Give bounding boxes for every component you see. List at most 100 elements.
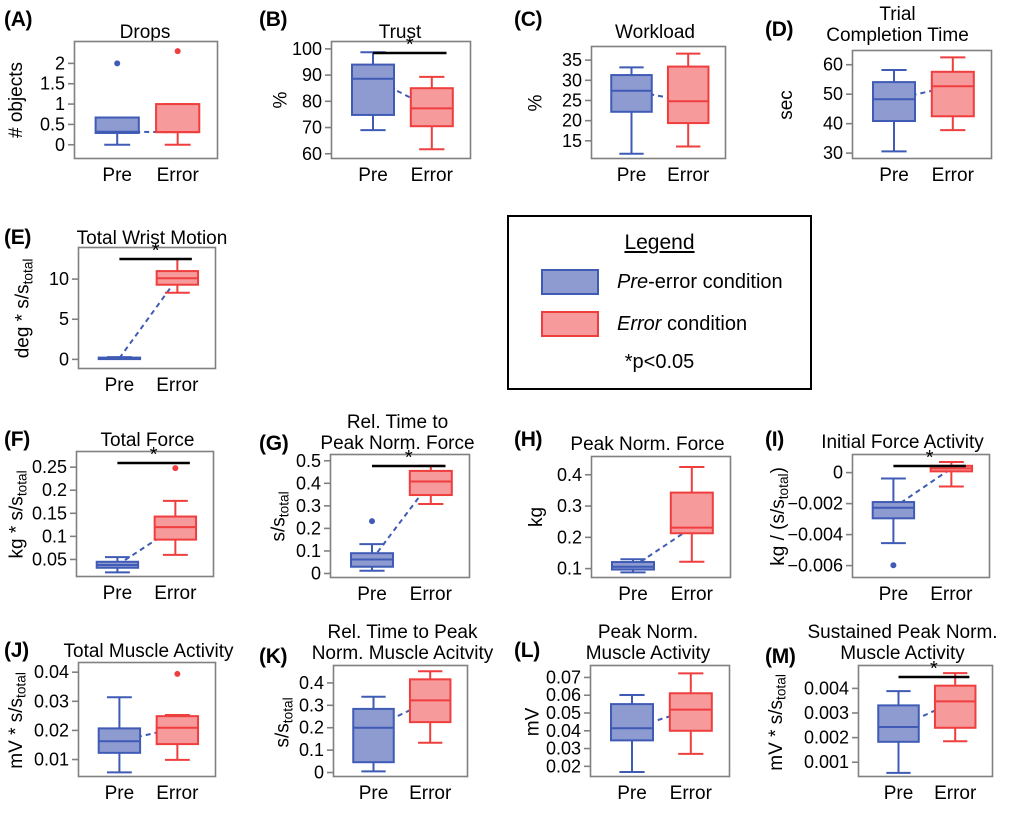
y-tick-label: 70 xyxy=(302,118,322,138)
y-tick-label: 0.07 xyxy=(546,667,581,687)
panel-title-sustained-peak-norm-muscle-activity: Sustained Peak Norm. Muscle Activity xyxy=(807,622,998,664)
box-pre xyxy=(610,66,653,155)
median-connector-line xyxy=(118,277,179,359)
y-tick-label: 0.003 xyxy=(804,703,849,723)
x-tick-label-error: Error xyxy=(156,375,199,396)
box-error xyxy=(666,52,710,148)
y-tick-label: 0.4 xyxy=(299,673,324,693)
y-tick-label: 30 xyxy=(562,70,582,90)
y-tick-label: 0.25 xyxy=(32,457,67,477)
y-tick-label: −0.004 xyxy=(787,525,843,545)
y-tick-label: −0.006 xyxy=(787,556,843,576)
box-pre xyxy=(351,51,395,132)
x-tick-label-error: Error xyxy=(409,783,452,804)
box-rect xyxy=(871,501,916,520)
box-pre xyxy=(871,477,916,569)
significance-asterisk: * xyxy=(926,450,934,469)
y-tick-label: 0.1 xyxy=(42,526,67,546)
x-tick-label-pre: Pre xyxy=(102,165,132,186)
y-tick-label: 35 xyxy=(562,50,582,70)
panel-title-drops: Drops xyxy=(119,22,171,43)
y-tick-label: 0.04 xyxy=(546,721,581,741)
significance-asterisk: * xyxy=(150,447,158,466)
y-tick-label: 0.004 xyxy=(804,678,849,698)
y-tick-label: 0.03 xyxy=(34,691,69,711)
y-tick-label: 60 xyxy=(302,144,322,164)
panel-letter-k: (K) xyxy=(259,645,288,668)
panel-title-total-wrist-motion: Total Wrist Motion xyxy=(76,228,228,249)
y-tick-label: 2 xyxy=(55,53,65,73)
y-tick-label: 5 xyxy=(59,309,69,329)
box-error xyxy=(155,670,200,761)
panel-letter-j: (J) xyxy=(4,639,29,662)
legend-significance-note: *p<0.05 xyxy=(624,351,695,373)
y-tick-label: 90 xyxy=(302,65,322,85)
box-rect xyxy=(155,103,201,134)
x-tick-label-error: Error xyxy=(157,165,200,186)
box-rect xyxy=(930,70,975,118)
y-tick-label: 0.06 xyxy=(546,685,581,705)
significance-asterisk: * xyxy=(152,243,160,262)
y-tick-label: 60 xyxy=(823,55,843,75)
outlier-point xyxy=(174,670,181,677)
y-tick-label: 0.5 xyxy=(40,114,65,134)
x-tick-label-pre: Pre xyxy=(103,583,133,604)
legend-label-emphasis: Pre xyxy=(617,270,649,293)
x-tick-label-error: Error xyxy=(930,584,973,605)
x-tick-label-pre: Pre xyxy=(879,165,909,186)
x-tick-label-error: Error xyxy=(932,165,975,186)
panel-title-peak-norm-muscle-activity: Peak Norm. Muscle Activity xyxy=(585,622,711,664)
box-pre xyxy=(350,518,394,572)
x-tick-label-pre: Pre xyxy=(617,165,647,186)
box-pre xyxy=(352,695,395,773)
y-tick-label: 100 xyxy=(292,39,322,59)
box-rect xyxy=(610,703,654,742)
outlier-point xyxy=(174,48,181,55)
box-pre xyxy=(95,556,140,574)
box-pre xyxy=(611,558,655,574)
box-error xyxy=(668,672,713,755)
legend-label-pre-error: Pre-error condition xyxy=(617,271,783,294)
y-tick-label: 0.2 xyxy=(296,518,321,538)
box-error xyxy=(408,464,453,506)
box-error xyxy=(408,670,452,744)
x-tick-label-error: Error xyxy=(411,165,454,186)
x-tick-label-error: Error xyxy=(154,583,197,604)
significance-asterisk: * xyxy=(930,661,938,680)
panel-title-rel-time-to-peak-norm-muscle-acitvity: Rel. Time to Peak Norm. Muscle Acitvity xyxy=(311,622,494,664)
y-tick-label: 0.4 xyxy=(557,465,582,485)
legend-swatch-pre-error xyxy=(541,269,599,295)
box-rect xyxy=(408,469,453,497)
x-tick-label-pre: Pre xyxy=(618,584,648,605)
x-tick-label-pre: Pre xyxy=(358,165,388,186)
box-rect xyxy=(666,65,710,125)
panel-letter-m: (M) xyxy=(765,645,796,668)
y-tick-label: 0.3 xyxy=(557,496,582,516)
y-tick-label: 0.4 xyxy=(296,473,321,493)
plot-frame xyxy=(75,450,215,578)
panel-title-peak-norm-force: Peak Norm. Force xyxy=(570,434,725,455)
panel-letter-d: (D) xyxy=(765,18,794,41)
box-error xyxy=(669,465,714,563)
box-pre xyxy=(610,694,654,774)
box-rect xyxy=(155,715,200,746)
y-tick-label: 20 xyxy=(562,111,582,131)
y-tick-label: 0.1 xyxy=(296,541,321,561)
y-tick-label: 0.1 xyxy=(557,559,582,579)
y-tick-label: 0.5 xyxy=(296,451,321,471)
box-pre xyxy=(877,690,920,774)
y-tick-label: 0.04 xyxy=(34,662,69,682)
box-pre xyxy=(94,60,140,146)
y-tick-label: 80 xyxy=(302,91,322,111)
box-error xyxy=(409,75,454,151)
y-tick-label: 0 xyxy=(311,563,321,583)
box-pre xyxy=(97,696,142,774)
